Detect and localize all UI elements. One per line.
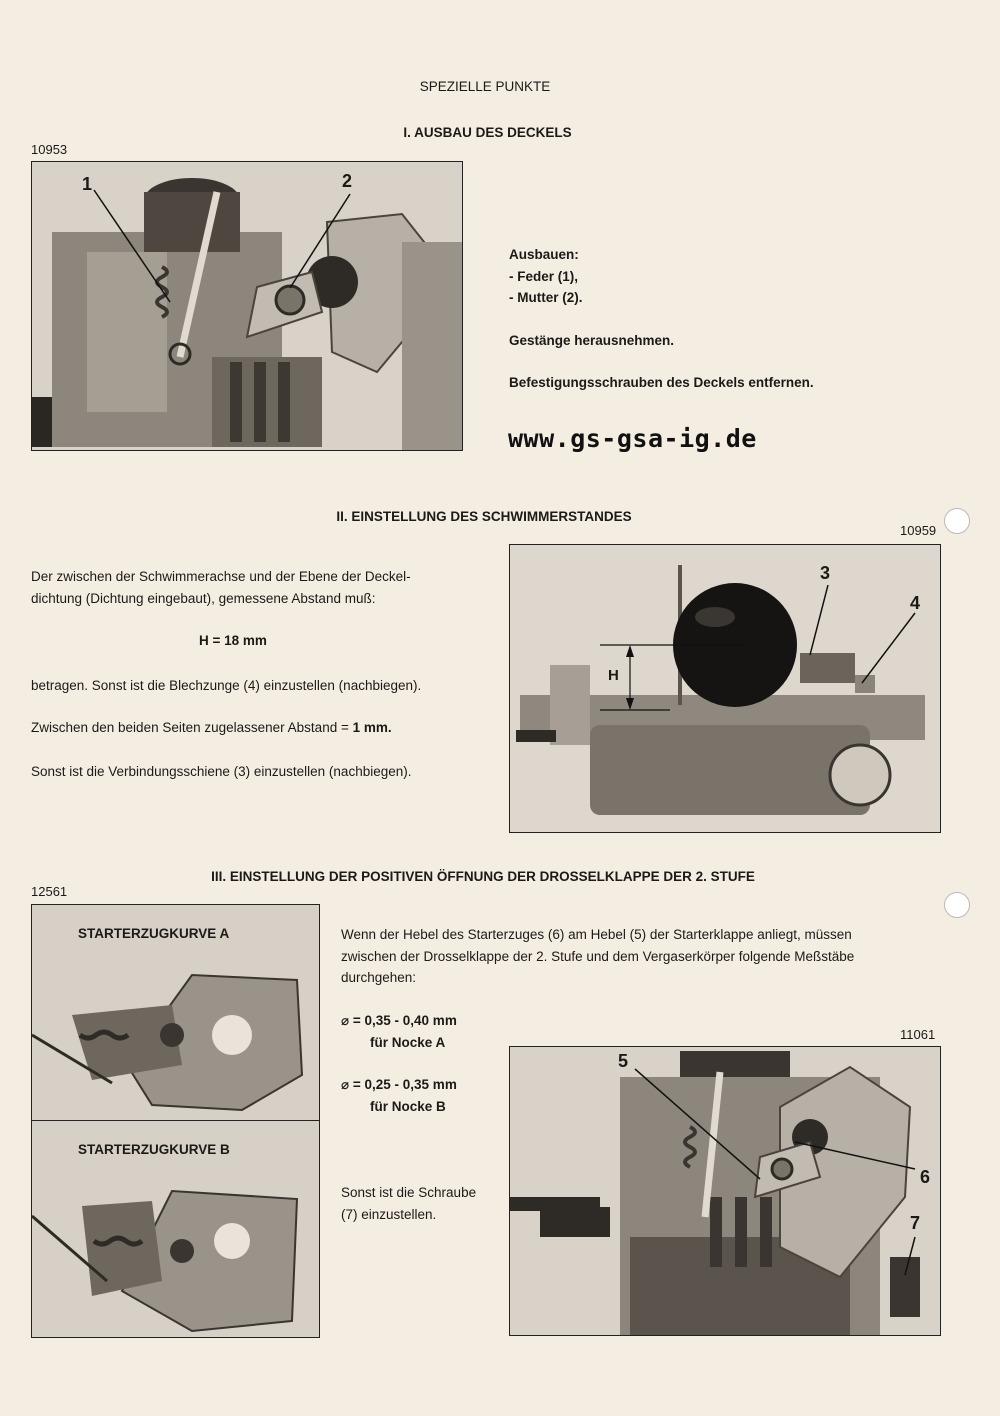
float-tolerance: Zwischen den beiden Seiten zugelassener … [31, 717, 491, 739]
float-level-illustration [510, 545, 940, 832]
callout-5: 5 [618, 1051, 629, 1071]
photo-float-level: H 3 4 [509, 544, 941, 833]
float-desc-line2: dichtung (Dichtung eingebaut), gemessene… [31, 590, 376, 606]
page-header: SPEZIELLE PUNKTE [419, 79, 551, 94]
section3-title: III. EINSTELLUNG DER POSITIVEN ÖFFNUNG D… [211, 869, 755, 884]
section2-title: II. EINSTELLUNG DES SCHWIMMERSTANDES [336, 509, 632, 524]
remove-heading: Ausbauen: [509, 247, 579, 262]
intro-line1: Wenn der Hebel des Starterzuges (6) am H… [341, 927, 852, 942]
float-desc-line5: Sonst ist die Verbindungsschiene (3) ein… [31, 763, 412, 779]
punch-hole-top [944, 508, 970, 534]
watermark-url: www.gs-gsa-ig.de [508, 424, 757, 453]
section3-intro: Wenn der Hebel des Starterzuges (6) am H… [341, 924, 921, 989]
figure-number-10953: 10953 [31, 142, 68, 157]
spec-cam-b-for: für Nocke B [370, 1098, 446, 1114]
float-formula: H = 18 mm [199, 633, 267, 648]
callout-7: 7 [910, 1213, 921, 1233]
spec-cam-b: ⌀ = 0,25 - 0,35 mm für Nocke B [341, 1074, 457, 1117]
figure-number-12561: 12561 [31, 884, 68, 899]
photo-starter-cam-b: STARTERZUGKURVE B [31, 1120, 320, 1338]
starter-curve-b-label: STARTERZUGKURVE B [78, 1142, 230, 1157]
photo-carburetor-cover: 1 2 [31, 161, 463, 451]
callout-3: 3 [820, 563, 831, 583]
float-desc-line1: Der zwischen der Schwimmerachse und der … [31, 569, 411, 584]
intro-line3: durchgehen: [341, 970, 417, 985]
punch-hole-bottom [944, 892, 970, 918]
spec-cam-a: ⌀ = 0,35 - 0,40 mm für Nocke A [341, 1010, 457, 1053]
photo-throttle-opening: 5 6 7 [509, 1046, 941, 1336]
section1-title: I. AUSBAU DES DECKELS [403, 125, 572, 140]
starter-curve-a-label: STARTERZUGKURVE A [78, 926, 230, 941]
figure-number-11061: 11061 [900, 1027, 936, 1042]
section2-text: Der zwischen der Schwimmerachse und der … [31, 566, 491, 782]
callout-2: 2 [342, 171, 353, 191]
outro-line1: Sonst ist die Schraube [341, 1185, 477, 1200]
callout-6: 6 [920, 1167, 931, 1187]
spec-cam-a-for: für Nocke A [370, 1034, 446, 1050]
remove-screws: Befestigungsschrauben des Deckels entfer… [509, 375, 814, 390]
callout-h: H [608, 667, 619, 684]
float-tolerance-text: Zwischen den beiden Seiten zugelassener … [31, 720, 353, 735]
spec-cam-a-value: ⌀ = 0,35 - 0,40 mm [341, 1013, 457, 1028]
callout-1: 1 [82, 174, 93, 194]
starter-cam-a-illustration [32, 905, 319, 1121]
section1-instructions: Ausbauen: - Feder (1), - Mutter (2). Ges… [509, 244, 814, 394]
float-desc-line3: betragen. Sonst ist die Blechzunge (4) e… [31, 677, 422, 693]
remove-item-spring: - Feder (1), [509, 268, 579, 284]
remove-item-nut: - Mutter (2). [509, 290, 583, 305]
callout-4: 4 [910, 593, 921, 613]
starter-cam-b-illustration [32, 1121, 319, 1337]
figure-number-10959: 10959 [900, 523, 937, 538]
throttle-opening-illustration [510, 1047, 940, 1335]
intro-line2: zwischen der Drosselklappe der 2. Stufe … [341, 948, 855, 964]
outro-line2: (7) einzustellen. [341, 1206, 437, 1222]
spec-cam-b-value: ⌀ = 0,25 - 0,35 mm [341, 1077, 457, 1092]
section3-outro: Sonst ist die Schraube (7) einzustellen. [341, 1182, 476, 1225]
float-tolerance-value: 1 mm. [352, 720, 392, 735]
photo-starter-cam-a: STARTERZUGKURVE A [31, 904, 320, 1121]
remove-linkage: Gestänge herausnehmen. [509, 332, 675, 348]
carburetor-cover-illustration [32, 162, 462, 450]
